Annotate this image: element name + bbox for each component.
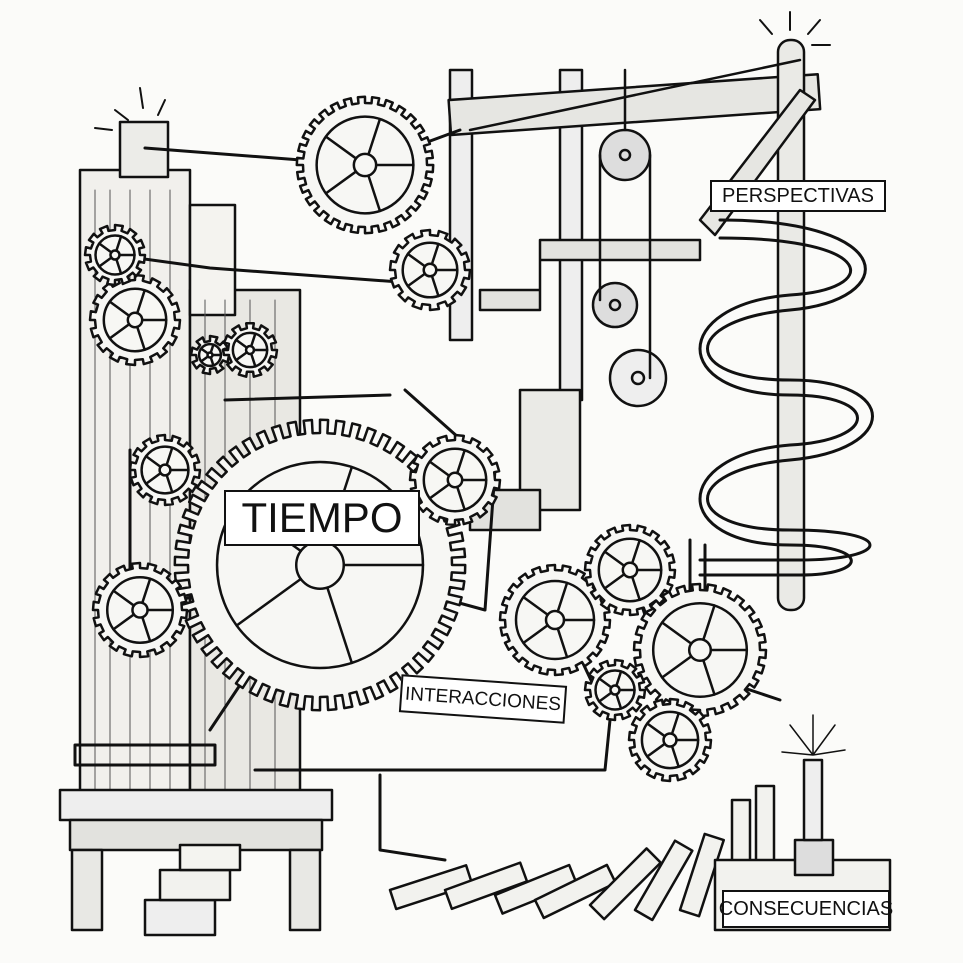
gear-spoke <box>670 744 680 768</box>
table-base <box>58 788 334 937</box>
gear-spoke <box>97 256 113 268</box>
gear-spoke <box>597 677 613 689</box>
gear-spoke <box>367 117 382 156</box>
gear-spoke <box>615 670 623 687</box>
gear-spoke <box>430 242 440 266</box>
gear-spoke <box>135 289 146 315</box>
top-frame <box>447 38 822 612</box>
spark-fuse <box>781 714 846 877</box>
gear-spoke <box>165 446 174 467</box>
gear-spoke <box>702 604 716 641</box>
gear-spoke <box>455 449 466 475</box>
gear-spoke <box>108 322 131 340</box>
gear-spoke <box>324 170 358 195</box>
gear-spoke <box>112 613 136 631</box>
gear-spoke <box>670 712 680 736</box>
gear <box>221 322 279 378</box>
gear-spoke <box>455 485 466 511</box>
gear-spoke <box>209 343 215 354</box>
gear-spoke <box>112 589 136 607</box>
label-perspectivas: PERSPECTIVAS <box>710 180 886 212</box>
gear-spoke <box>646 722 667 738</box>
gear-spoke <box>199 355 210 363</box>
gear-spoke <box>660 655 693 679</box>
label-tiempo: TIEMPO <box>224 490 420 546</box>
gear-spoke <box>235 577 303 627</box>
gear-spoke <box>165 473 174 494</box>
gear-spoke <box>199 347 210 355</box>
gear-spoke <box>597 691 613 703</box>
gear-spoke <box>115 235 123 252</box>
gear-spoke <box>326 586 354 665</box>
gear-spoke <box>144 471 162 486</box>
label-consecuencias: CONSECUENCIAS <box>719 890 893 928</box>
gear-spoke <box>234 351 249 362</box>
gear-spoke <box>556 581 569 613</box>
gear-spoke <box>702 659 716 696</box>
gear-spoke <box>630 575 641 601</box>
gear-spoke <box>324 135 358 160</box>
gear-spoke <box>141 577 152 605</box>
gear <box>189 334 231 376</box>
gear-spoke <box>603 550 626 568</box>
gear-spoke <box>556 627 569 659</box>
gear-spoke <box>630 539 641 565</box>
gear-spoke <box>249 332 257 348</box>
shine-marks <box>94 11 831 131</box>
gear-spoke <box>522 595 549 616</box>
pulleys <box>591 68 668 408</box>
gear-spoke <box>144 454 162 469</box>
gear-spoke <box>660 621 693 645</box>
gear-spoke <box>115 258 123 275</box>
gear-spoke <box>135 325 146 351</box>
gear-spoke <box>209 356 215 367</box>
gear-spoke <box>603 572 626 590</box>
gear <box>128 433 202 507</box>
gear-spoke <box>367 174 382 213</box>
gear-spoke <box>430 274 440 298</box>
gear <box>83 223 147 287</box>
gear-spoke <box>141 615 152 643</box>
gear-spoke <box>406 272 427 288</box>
gear-spoke <box>615 693 623 710</box>
gear-spoke <box>249 352 257 368</box>
gear-spoke <box>234 338 249 349</box>
gear-spoke <box>646 742 667 758</box>
gear-spoke <box>97 242 113 254</box>
gear-spoke <box>522 624 549 645</box>
gear-spoke <box>428 460 451 478</box>
gear-spoke <box>428 482 451 500</box>
gear <box>583 658 647 722</box>
gear-spoke <box>406 252 427 268</box>
gear-spoke <box>108 300 131 318</box>
